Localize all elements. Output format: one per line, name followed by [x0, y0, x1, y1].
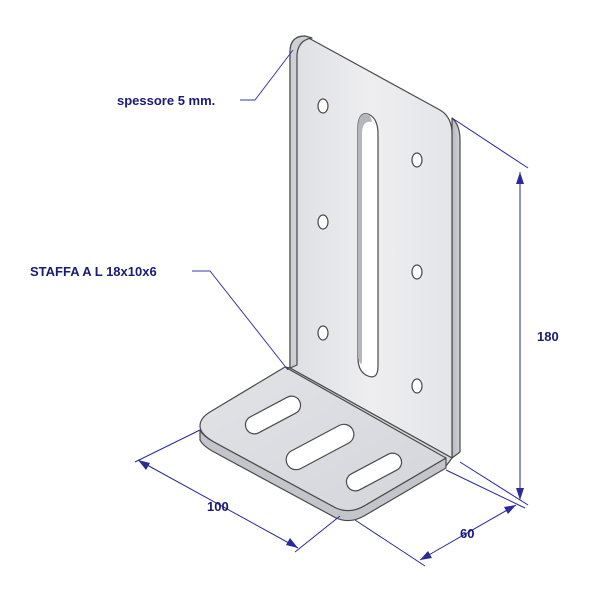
- depth-dimension-line: [419, 504, 517, 561]
- holes-right-column: [411, 152, 423, 394]
- thickness-leader: [240, 49, 294, 101]
- length-dimension-line: [137, 459, 299, 549]
- part-name-leader: [192, 270, 289, 371]
- height-dimension-label: 180: [537, 329, 559, 344]
- part-name-label: STAFFA A L 18x10x6: [30, 264, 157, 279]
- dimensions: [134, 117, 529, 567]
- length-dimension-label: 100: [207, 499, 229, 514]
- bracket-part: [199, 35, 461, 522]
- vertical-plate-top-thickness: [289, 35, 313, 369]
- horizontal-slots: [244, 395, 403, 492]
- thickness-label: spessore 5 mm.: [117, 93, 215, 108]
- leader-lines: [192, 49, 294, 371]
- depth-dimension-label: 60: [460, 526, 474, 541]
- vertical-plate-edge: [451, 117, 461, 459]
- holes-left-column: [317, 98, 329, 341]
